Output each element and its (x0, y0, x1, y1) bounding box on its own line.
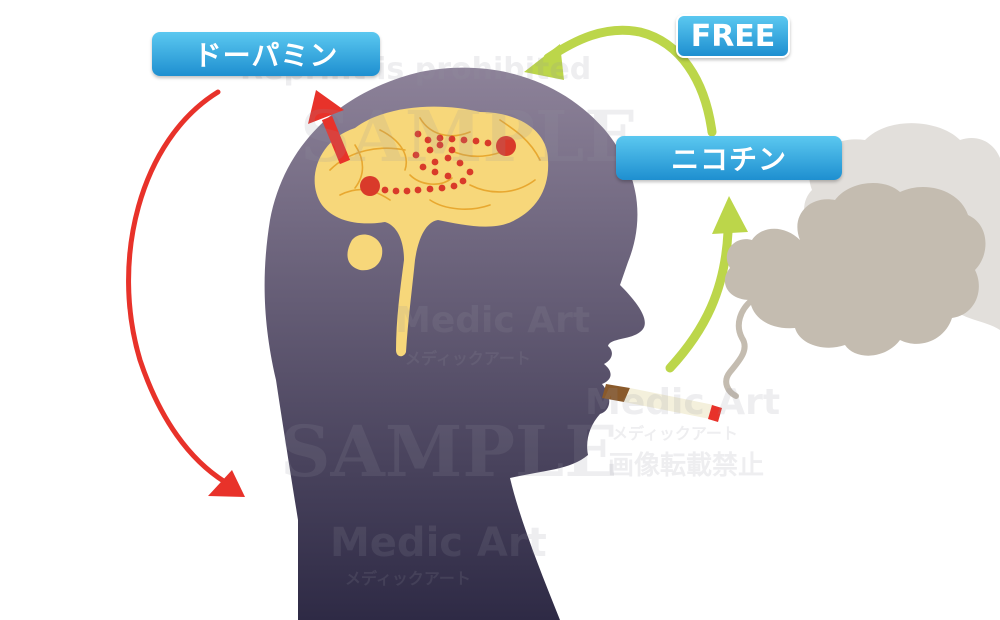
watermark-brand-3: Medic Art (330, 520, 547, 566)
dopamine-label: ドーパミン (152, 32, 380, 76)
cigarette (602, 384, 722, 422)
watermark-no-reprint-jp: 画像転載禁止 (608, 451, 765, 481)
brain (314, 106, 549, 357)
dopamine-up-arrow (308, 90, 351, 165)
smoke-wisp (723, 297, 755, 399)
watermark-brand-kana-2: メディックアート (612, 424, 738, 443)
dopamine-curve-arrow (126, 89, 245, 497)
watermark-sample-bottom: SAMPLE (280, 410, 618, 493)
dopamine-pathway (360, 130, 516, 196)
nicotine-up-arrow (665, 196, 748, 373)
cerebellum (347, 234, 383, 271)
watermark-sample-top: SAMPLE (300, 95, 638, 178)
free-curve-arrow (524, 25, 717, 137)
nicotine-label: ニコチン (616, 136, 842, 180)
watermark-brand-1: Medic Art (395, 300, 591, 341)
free-label: FREE (676, 14, 790, 58)
watermark-brand-2: Medic Art (585, 382, 781, 423)
watermark-brand-kana-3: メディックアート (345, 569, 471, 588)
smoke-cloud-front (724, 182, 986, 356)
watermark-brand-kana-1: メディックアート (405, 349, 531, 368)
